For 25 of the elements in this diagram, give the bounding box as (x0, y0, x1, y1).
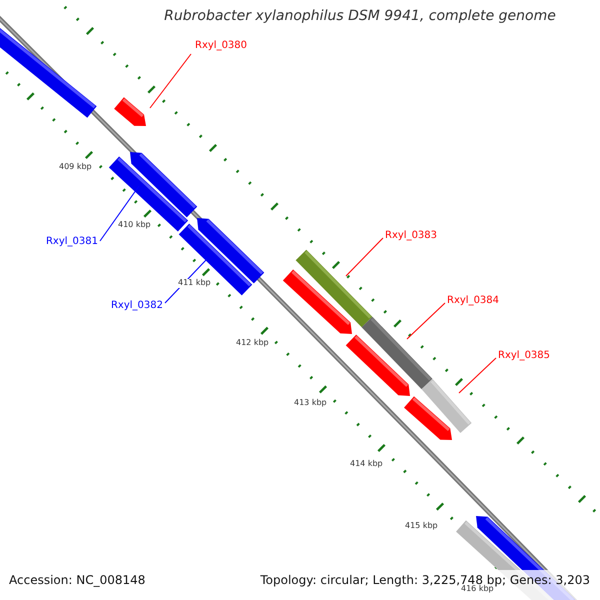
gene-label: Rxyl_0381 (46, 236, 98, 247)
gene-label: Rxyl_0385 (498, 350, 550, 361)
gene-bar (114, 97, 146, 126)
footer-text: Accession: NC_008148 (9, 574, 146, 588)
leader-line (458, 358, 496, 394)
leader-line (100, 186, 140, 242)
gene-label: Rxyl_0380 (195, 40, 248, 51)
leader-line (346, 238, 384, 276)
scale-label: 409 kbp (58, 163, 93, 172)
gene-bar (296, 250, 372, 328)
leader-line (406, 302, 446, 340)
gene-label: Rxyl_0383 (385, 230, 438, 241)
scale-label: 414 kbp (349, 460, 384, 469)
gene-bar (362, 316, 432, 390)
gene-label: Rxyl_0384 (447, 295, 500, 306)
scale-label: 416 kbp (461, 585, 494, 594)
scale-label: 415 kbp (404, 522, 439, 531)
gene-bar (421, 379, 472, 433)
scale-label: 413 kbp (293, 399, 328, 408)
scale-label: 410 kbp (117, 221, 152, 230)
scale-label: 411 kbp (177, 279, 212, 288)
title: Rubrobacter xylanophilus DSM 9941, complete genome (163, 9, 557, 24)
gene-label: Rxyl_0382 (110, 300, 163, 311)
scale-label: 412 kbp (235, 339, 270, 348)
leader-line (150, 54, 192, 108)
